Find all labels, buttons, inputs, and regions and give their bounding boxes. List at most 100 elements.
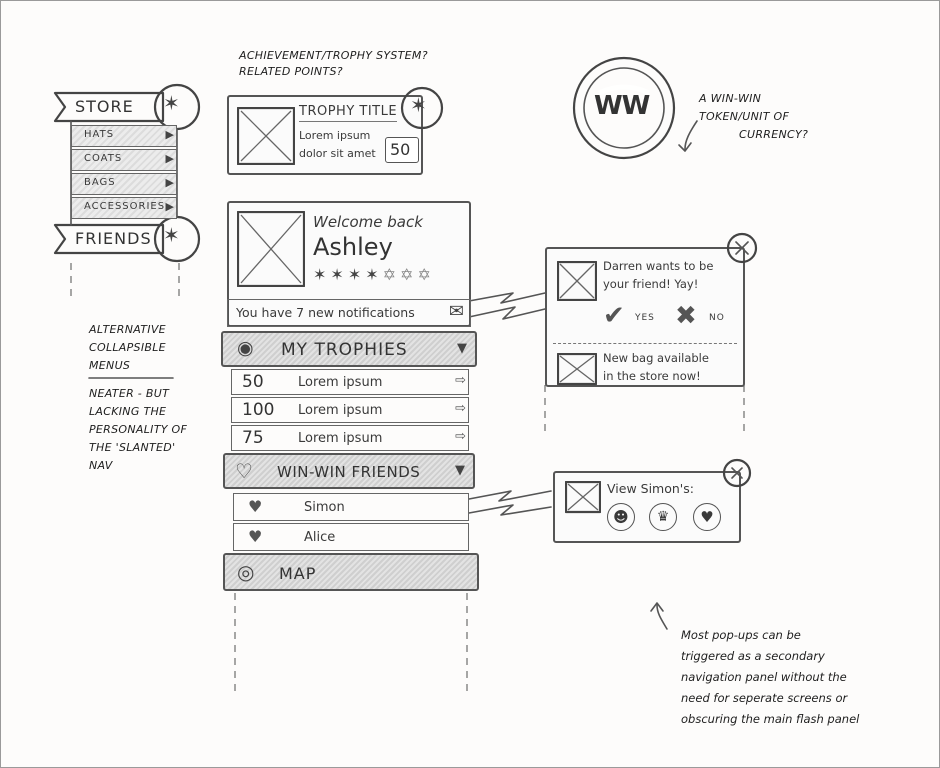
note-line: currency?	[739, 128, 809, 141]
note-neater: Neater - but lacking the personality of …	[89, 385, 187, 475]
star-filled-icon: ✶	[365, 265, 380, 284]
close-icon[interactable]	[725, 231, 759, 265]
note-line: A Win-Win	[699, 92, 762, 105]
profile-icon[interactable]: ☻	[607, 503, 635, 531]
map-header[interactable]: ◎ MAP	[223, 553, 479, 591]
profile-panel: Welcome back Ashley ✶✶✶✶✡✡✡ You have 7 n…	[227, 201, 471, 327]
note-line: menus	[89, 359, 131, 372]
friend-name: Simon	[304, 500, 345, 515]
connector-zigzag	[468, 490, 552, 502]
note-line: Most pop-ups can be	[681, 628, 801, 642]
triangle-down-icon: ▼	[455, 463, 465, 478]
nav-item-bags[interactable]: BAGS ▶	[71, 173, 177, 195]
image-placeholder	[237, 107, 295, 165]
trophy-row-points: 100	[242, 400, 275, 420]
nav-item-hats[interactable]: HATS ▶	[71, 125, 177, 147]
connector-zigzag	[468, 292, 546, 304]
trophy-row-points: 75	[242, 428, 264, 448]
star-icon: ✶	[163, 223, 180, 247]
trophy-row-label: Lorem ipsum	[298, 431, 383, 446]
note-line: Achievement/Trophy system?	[239, 49, 428, 62]
note-arrow	[656, 604, 668, 630]
connector-zigzag	[468, 504, 552, 516]
trophy-card[interactable]: TROPHY TITLE Lorem ipsum dolor sit amet …	[227, 95, 423, 175]
star-empty-icon: ✡	[382, 265, 398, 284]
note-line: need for seperate screens or	[681, 691, 848, 705]
note-arrow-head	[678, 142, 692, 152]
note-line: triggered as a secondary	[681, 649, 825, 663]
nav-friends-label[interactable]: FRIENDS	[75, 229, 152, 248]
note-arrow	[684, 120, 698, 150]
envelope-icon: ✉	[448, 301, 464, 322]
trophy-badge	[400, 86, 444, 130]
note-line: nav	[89, 459, 113, 472]
nav-item-coats[interactable]: COATS ▶	[71, 149, 177, 171]
trophies-header[interactable]: ◉ MY TROPHIES ▼	[221, 331, 477, 367]
connector-zigzag	[468, 306, 546, 320]
token-glyph: WW	[594, 91, 650, 121]
nav-item-label: HATS	[84, 129, 115, 140]
nav-item-accessories[interactable]: ACCESSORIES ▶	[71, 197, 177, 219]
nav-item-label: COATS	[84, 153, 123, 164]
compass-icon: ◎	[237, 560, 255, 584]
slanted-nav-shapes	[53, 83, 201, 263]
trophy-title: TROPHY TITLE	[299, 104, 398, 122]
star-empty-icon: ✡	[417, 265, 432, 284]
trophy-desc-line: Lorem ipsum	[299, 129, 371, 142]
arrow-right-icon: ⇨	[455, 373, 466, 388]
note-popups: Most pop-ups can be triggered as a secon…	[681, 625, 859, 730]
popup-divider	[553, 343, 737, 344]
nav-item-label: BAGS	[84, 177, 116, 188]
friend-popup-title: View Simon's:	[607, 481, 694, 496]
friends-header[interactable]: ♡ WIN-WIN FRIENDS ▼	[223, 453, 475, 489]
trophy-row[interactable]: 75 Lorem ipsum ⇨	[231, 425, 469, 451]
note-collapsible: Alternative collapsible menus	[89, 321, 166, 375]
token-coin	[572, 56, 676, 160]
friends-header-label: WIN-WIN FRIENDS	[277, 463, 421, 481]
friend-row[interactable]: ♥ Simon	[233, 493, 469, 521]
trophy-row-points: 50	[242, 372, 264, 392]
heart-icon: ♥	[248, 497, 263, 516]
triangle-down-icon: ▼	[457, 341, 467, 356]
star-filled-icon: ✶	[313, 265, 328, 284]
no-label[interactable]: NO	[709, 313, 725, 323]
trophy-row[interactable]: 100 Lorem ipsum ⇨	[231, 397, 469, 423]
friend-request-text: your friend! Yay!	[603, 277, 699, 291]
heart-icon[interactable]: ♥	[693, 503, 721, 531]
triangle-right-icon: ▶	[165, 200, 174, 213]
star-empty-icon: ✡	[400, 265, 415, 284]
trophy-icon[interactable]: ♛	[649, 503, 677, 531]
notifications-text: You have 7 new notifications	[236, 305, 415, 320]
friend-popup: View Simon's: ☻ ♛ ♥	[553, 471, 741, 543]
notifications-bar[interactable]: You have 7 new notifications ✉	[227, 299, 471, 327]
trophy-icon: ◉	[237, 337, 254, 359]
note-line: obscuring the main flash panel	[681, 712, 860, 726]
trophy-points: 50	[390, 140, 411, 159]
trophies-header-label: MY TROPHIES	[281, 340, 408, 360]
yes-label[interactable]: YES	[635, 313, 655, 323]
store-ribbon	[53, 91, 165, 123]
arrow-right-icon: ⇨	[455, 401, 466, 416]
trophy-row-label: Lorem ipsum	[298, 375, 383, 390]
welcome-text: Welcome back	[313, 213, 423, 231]
nav-store-label[interactable]: STORE	[75, 97, 134, 116]
image-placeholder	[557, 261, 597, 301]
note-arrow-head	[650, 602, 664, 612]
friend-name: Alice	[304, 530, 336, 545]
triangle-right-icon: ▶	[165, 176, 174, 189]
avatar	[237, 211, 305, 287]
friend-row[interactable]: ♥ Alice	[233, 523, 469, 551]
close-icon[interactable]	[721, 457, 753, 489]
friend-request-text: Darren wants to be	[603, 259, 714, 273]
star-icon: ✶	[410, 93, 427, 117]
note-line: lacking the	[89, 405, 167, 418]
map-header-label: MAP	[279, 564, 317, 583]
trophy-row[interactable]: 50 Lorem ipsum ⇨	[231, 369, 469, 395]
note-token: A Win-Win token/unit of currency?	[699, 91, 808, 143]
star-filled-icon: ✶	[347, 265, 363, 284]
friends-ribbon	[53, 223, 165, 255]
accept-check-icon[interactable]: ✔	[603, 301, 625, 331]
note-line: Neater - but	[89, 387, 170, 400]
decline-x-icon[interactable]: ✖	[675, 301, 697, 331]
